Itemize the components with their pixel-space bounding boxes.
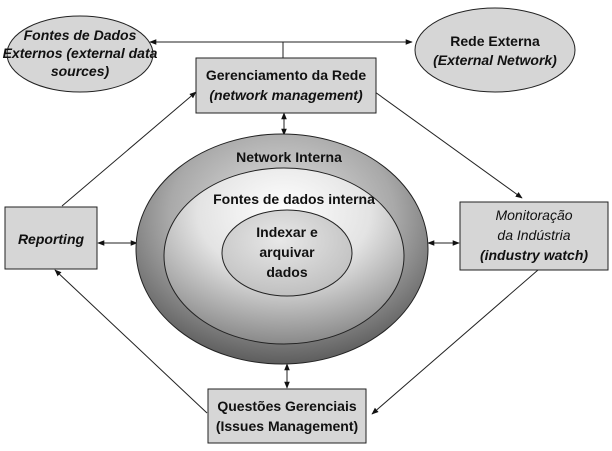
index-archive-line3: dados xyxy=(266,264,307,280)
index-archive-line2: arquivar xyxy=(259,244,315,260)
reporting-node: Reporting xyxy=(5,207,97,269)
external-sources-node: Fontes de Dados Externos (external data … xyxy=(3,16,158,92)
external-network-line2: (External Network) xyxy=(433,52,557,68)
external-sources-line1: Fontes de Dados xyxy=(24,27,137,43)
internal-sources-label: Fontes de dados interna xyxy=(213,191,375,207)
internal-network-label: Network Interna xyxy=(236,149,342,165)
external-sources-line3: sources) xyxy=(51,63,110,79)
index-archive-line1: Indexar e xyxy=(256,224,318,240)
external-network-line1: Rede Externa xyxy=(450,33,540,49)
reporting-label: Reporting xyxy=(18,231,85,247)
industry-watch-line3: (industry watch) xyxy=(480,247,588,263)
external-network-node: Rede Externa (External Network) xyxy=(415,8,575,92)
index-archive-core: Indexar e arquivar dados xyxy=(222,210,352,296)
industry-watch-line1: Monitoração xyxy=(495,207,572,223)
network-management-line1: Gerenciamento da Rede xyxy=(206,67,366,83)
industry-watch-line2: da Indústria xyxy=(497,227,570,243)
issues-management-node: Questões Gerenciais (Issues Management) xyxy=(208,389,366,443)
network-management-line2: (network management) xyxy=(209,87,363,103)
external-sources-line2: Externos (external data xyxy=(3,45,158,61)
network-management-node: Gerenciamento da Rede (network managemen… xyxy=(196,58,376,113)
issues-management-line1: Questões Gerenciais xyxy=(217,398,357,414)
issues-management-line2: (Issues Management) xyxy=(216,418,358,434)
industry-watch-node: Monitoração da Indústria (industry watch… xyxy=(460,202,608,270)
